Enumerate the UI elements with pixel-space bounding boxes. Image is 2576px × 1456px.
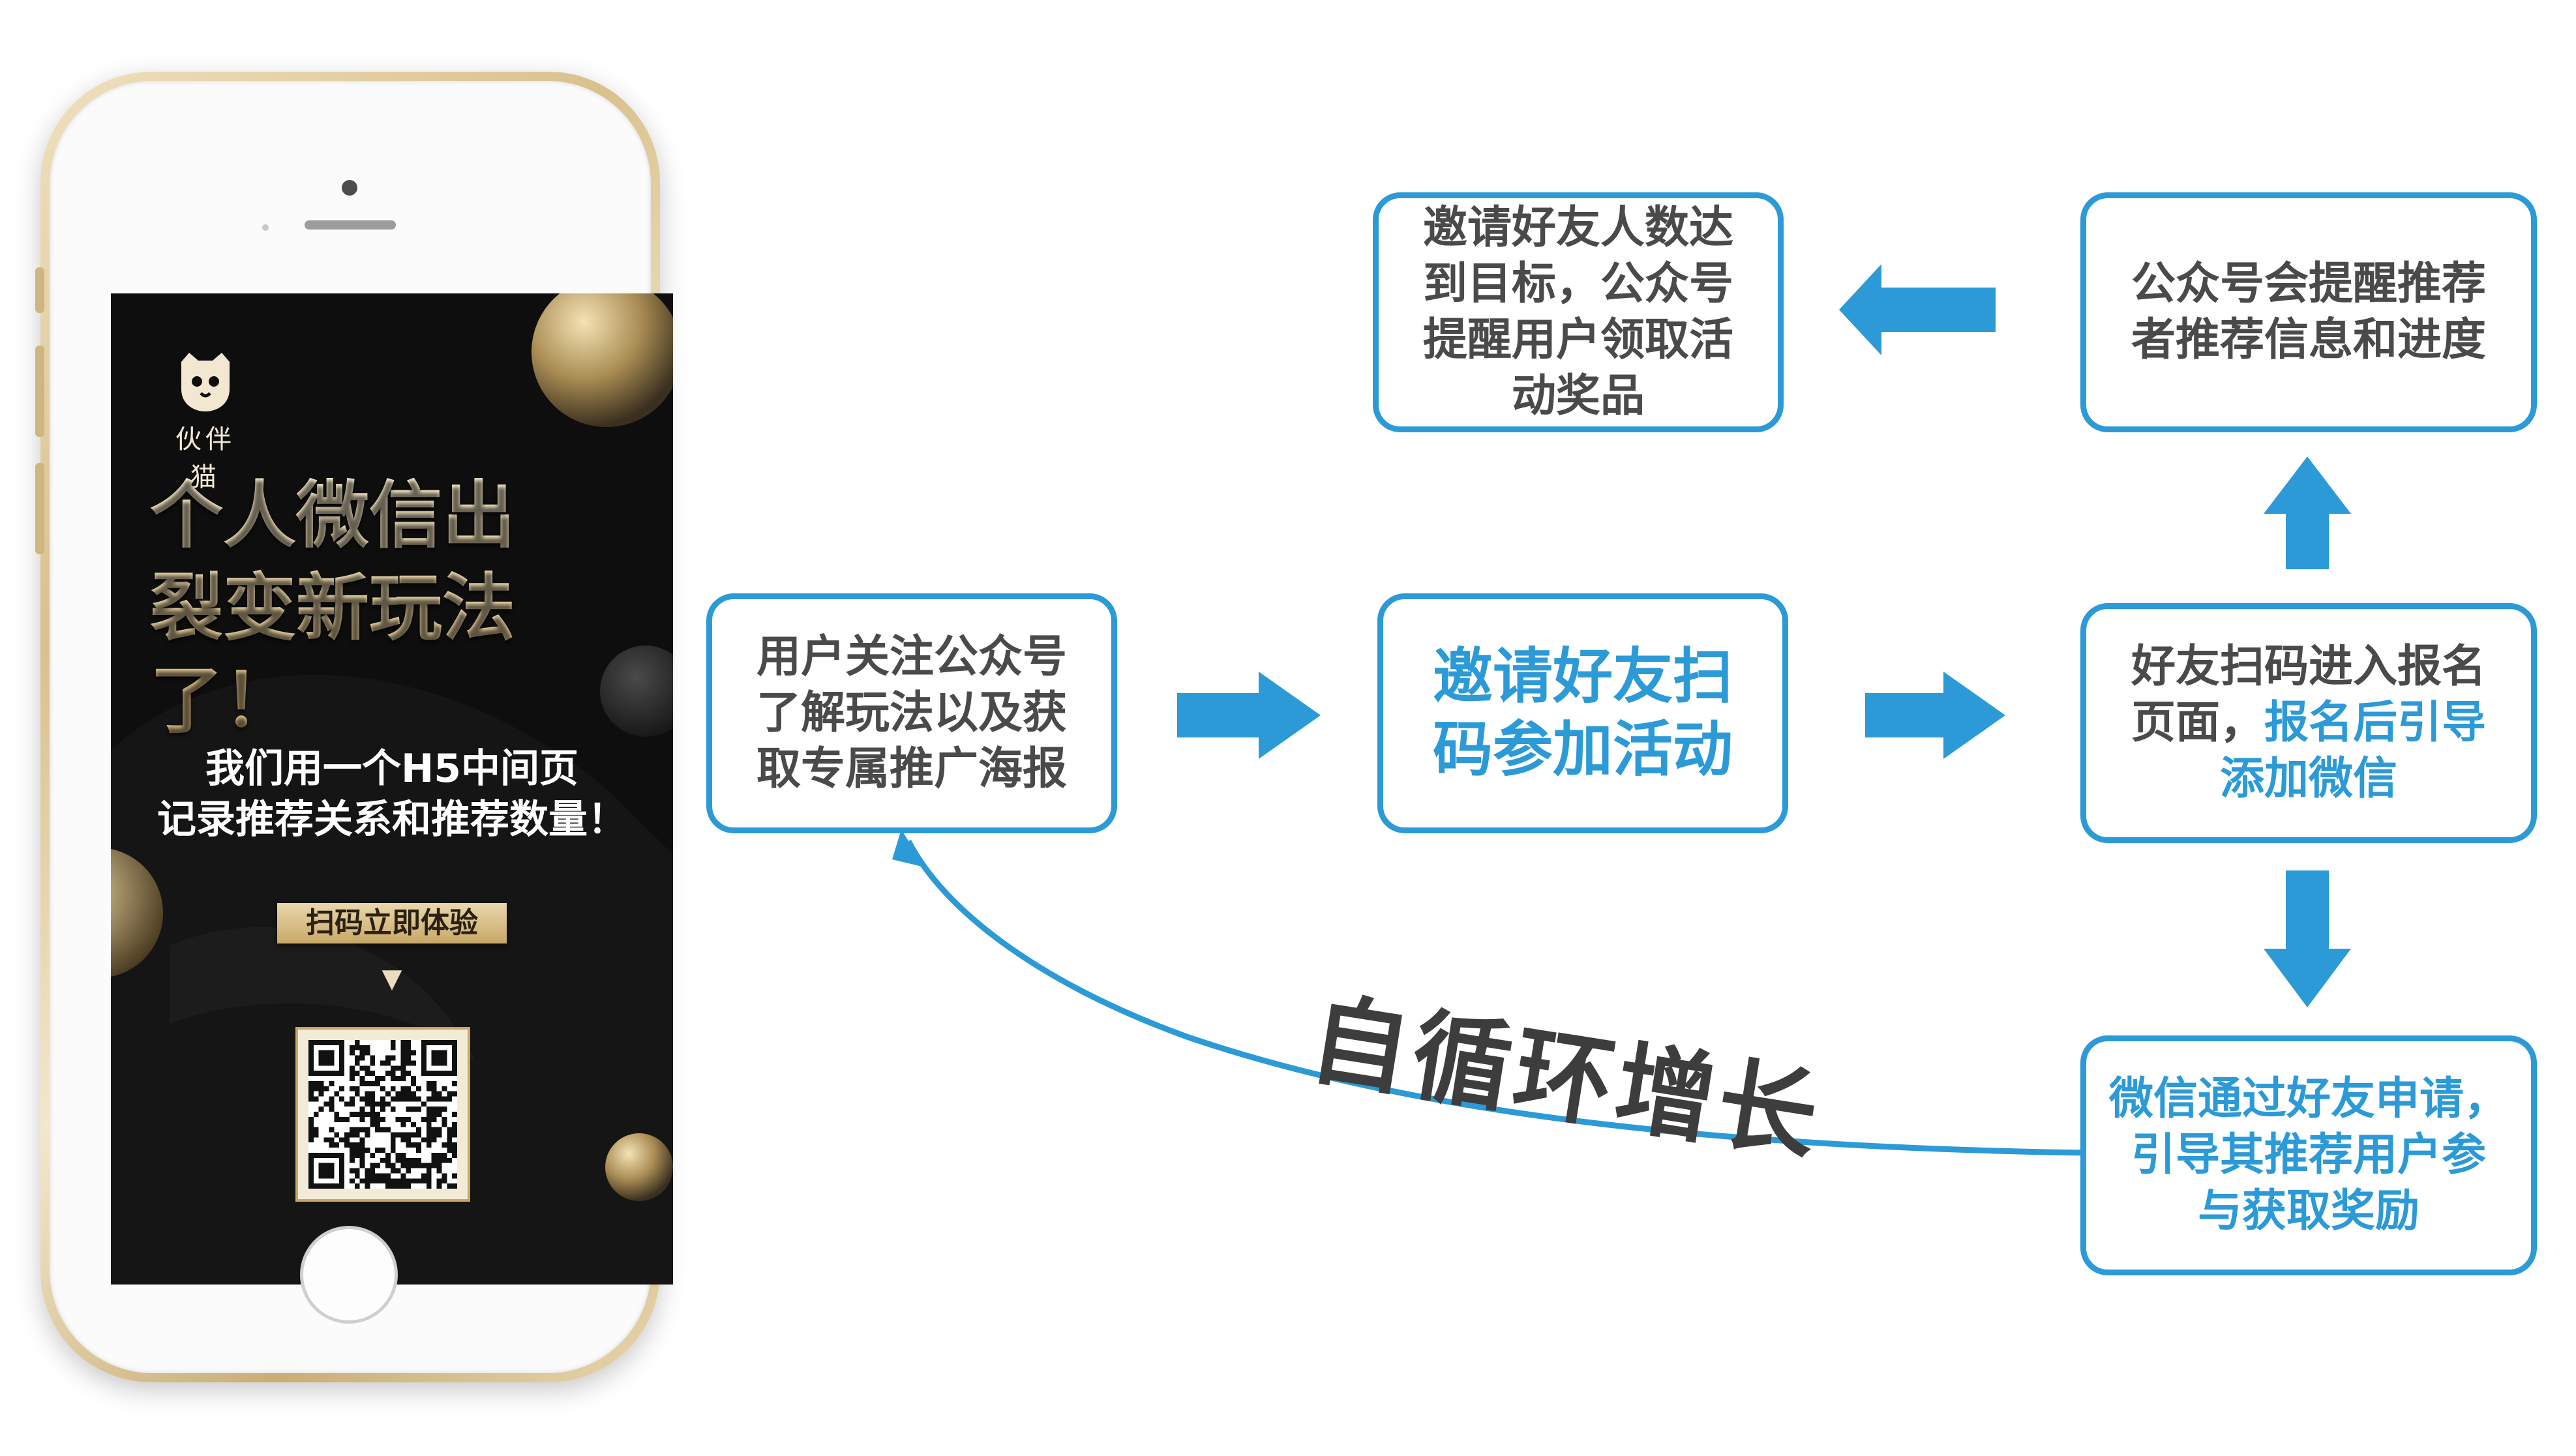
step-wechat-line-2: 引导其推荐用户参 [2109, 1127, 2508, 1183]
step-claim-reward: 邀请好友人数达 到目标，公众号 提醒用户领取活 动奖品 [1373, 192, 1784, 432]
step-register-line-2-highlight: 报名后引导 [2264, 697, 2486, 749]
step-friend-register: 好友扫码进入报名 页面，报名后引导 添加微信 [2080, 603, 2537, 843]
step-reward-line-4: 动奖品 [1423, 368, 1733, 424]
step-wechat-approve: 微信通过好友申请， 引导其推荐用户参 与获取奖励 [2080, 1035, 2537, 1275]
arrow-left-icon [1839, 264, 1996, 355]
step-reward-line-3: 提醒用户领取活 [1423, 312, 1733, 368]
step-reward-line-2: 到目标，公众号 [1423, 256, 1733, 312]
step-register-line-3: 添加微信 [2131, 751, 2486, 807]
step-remind-line-2: 者推荐信息和进度 [2131, 312, 2486, 368]
step-wechat-line-3: 与获取奖励 [2109, 1183, 2508, 1240]
loop-arrowhead-icon [892, 829, 925, 867]
step-follow-account: 用户关注公众号 了解玩法以及获 取专属推广海报 [706, 593, 1117, 833]
step-register-line-2-plain: 页面， [2131, 697, 2264, 749]
arrow-up-icon [2264, 456, 2351, 569]
step-invite-line-2: 码参加活动 [1433, 713, 1733, 786]
step-invite-line-1: 邀请好友扫 [1433, 640, 1733, 713]
step-register-line-1: 好友扫码进入报名 [2131, 639, 2486, 695]
arrow-right-icon-2 [1865, 672, 2005, 759]
step-follow-line-1: 用户关注公众号 [756, 629, 1067, 685]
step-register-line-2: 页面，报名后引导 [2131, 695, 2486, 751]
arrow-right-icon-1 [1177, 672, 1321, 759]
step-invite-friends: 邀请好友扫 码参加活动 [1377, 593, 1788, 833]
step-remind-line-1: 公众号会提醒推荐 [2131, 256, 2486, 312]
step-reward-line-1: 邀请好友人数达 [1423, 200, 1733, 256]
step-account-remind: 公众号会提醒推荐 者推荐信息和进度 [2080, 192, 2537, 432]
step-follow-line-3: 取专属推广海报 [756, 741, 1067, 797]
step-wechat-line-1: 微信通过好友申请， [2109, 1071, 2508, 1127]
step-follow-line-2: 了解玩法以及获 [756, 685, 1067, 741]
arrow-down-icon [2264, 870, 2351, 1007]
